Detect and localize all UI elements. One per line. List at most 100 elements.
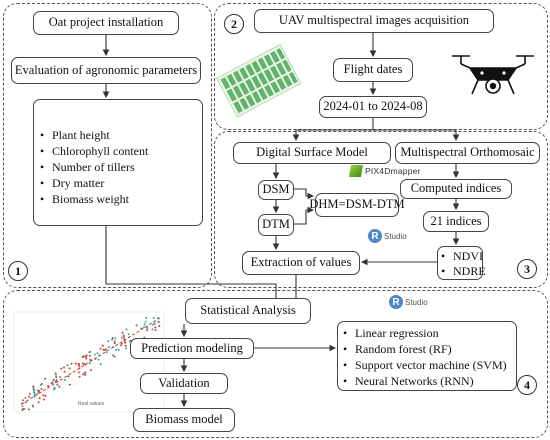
scatter-point: [151, 323, 154, 326]
multispectral-orthomosaic-box: Multispectral Orthomosaic: [395, 142, 540, 164]
scatter-point: [111, 338, 114, 341]
scatter-point: [117, 348, 120, 351]
dsm-box: DSM: [258, 180, 294, 200]
scatter-point: [97, 358, 100, 361]
scatter-point: [28, 392, 31, 395]
index-item: NDVI: [439, 249, 483, 264]
scatter-point: [119, 344, 122, 347]
scatter-point: [55, 379, 58, 382]
scatter-point: [63, 366, 65, 369]
scatter-point: [84, 355, 87, 358]
biomass-model-box: Biomass model: [133, 408, 235, 432]
scatter-point: [108, 345, 110, 348]
scatter-point: [107, 340, 110, 343]
scatter-point: [59, 376, 62, 378]
scatter-point: [89, 369, 92, 371]
scatter-point: [70, 362, 73, 365]
pix4d-mark-icon: [348, 165, 364, 177]
scatter-point: [60, 367, 63, 370]
scatter-point: [67, 375, 70, 378]
model-item: Support vector machine (SVM): [341, 357, 516, 373]
scatter-point: [113, 340, 116, 343]
scatter-point: [84, 373, 87, 376]
parameter-item: Dry matter: [38, 175, 202, 191]
parameters-list: Plant height Chlorophyll content Number …: [33, 99, 203, 226]
scatter-point: [144, 320, 147, 323]
scatter-point: [22, 399, 24, 402]
drone-icon: [452, 55, 534, 95]
scatter-point: [21, 402, 23, 405]
scatter-point: [101, 344, 104, 347]
scatter-point: [96, 352, 99, 355]
scatter-point: [38, 397, 41, 400]
parameter-item: Number of tillers: [38, 159, 202, 175]
scatter-point: [36, 393, 38, 396]
scatter-point: [113, 355, 116, 358]
date-range-box: 2024-01 to 2024-08: [319, 96, 427, 118]
scatter-point: [63, 370, 66, 373]
model-item: Linear regression: [341, 325, 516, 341]
digital-surface-model-box: Digital Surface Model: [233, 142, 391, 164]
pix4d-logo: PIX4Dmapper: [348, 165, 421, 177]
scatter-point: [36, 389, 39, 392]
scatter-point: [42, 394, 45, 397]
model-item: Random forest (RF): [341, 341, 516, 357]
scatter-point: [157, 321, 160, 324]
scatter-point: [84, 371, 87, 374]
scatter-point: [21, 405, 24, 408]
scatter-point: [25, 401, 27, 404]
prediction-modeling-box: Prediction modeling: [130, 338, 254, 359]
scatter-point: [125, 347, 127, 350]
dtm-box: DTM: [258, 214, 294, 236]
scatter-point: [40, 388, 43, 391]
scatter-point: [105, 351, 108, 354]
scatter-point: [33, 392, 36, 395]
panel-number-2: 2: [224, 14, 244, 34]
scatter-point: [54, 373, 57, 376]
scatter-point: [38, 389, 41, 392]
scatter-point: [58, 385, 61, 388]
scatter-point: [140, 327, 143, 330]
scatter-point: [33, 394, 36, 396]
scatter-point: [121, 331, 124, 334]
scatter-point: [153, 322, 156, 325]
statistical-analysis-box: Statistical Analysis: [185, 298, 311, 324]
scatter-point: [55, 376, 58, 378]
r-logo-icon: R: [389, 295, 403, 309]
scatter-point: [81, 362, 84, 365]
scatter-point: [43, 398, 45, 401]
indices-count-box: 21 indices: [423, 211, 489, 232]
scatter-point: [56, 383, 59, 386]
scatter-point: [77, 371, 80, 374]
scatter-point: [81, 355, 84, 358]
scatter-point: [120, 342, 123, 345]
scatter-point: [121, 336, 123, 339]
arrow-dtm-to-dhm: [294, 206, 315, 225]
arrow-dsm-to-dhm: [294, 188, 315, 200]
scatter-point: [63, 378, 66, 381]
scatter-plot: [13, 311, 165, 413]
scatter-point: [153, 320, 156, 323]
scatter-point: [54, 380, 57, 383]
scatter-point: [88, 362, 91, 365]
scatter-point: [115, 348, 118, 351]
scatter-point: [68, 383, 71, 386]
scatter-point: [51, 381, 54, 384]
panel-number-3: 3: [517, 259, 537, 279]
scatter-point: [154, 326, 157, 329]
scatter-point: [68, 367, 71, 370]
scatter-point: [146, 327, 149, 330]
scatter-point: [113, 342, 116, 345]
scatter-point: [40, 382, 43, 385]
scatter-point: [66, 364, 69, 367]
scatter-point: [47, 385, 50, 387]
scatter-point: [105, 348, 108, 350]
vegetation-indices-list: NDVI NDRE: [437, 246, 486, 280]
scatter-point: [88, 354, 91, 357]
scatter-point: [127, 333, 130, 336]
scatter-point: [125, 328, 128, 331]
evaluation-box: Evaluation of agronomic parameters: [11, 57, 201, 84]
scatter-point: [84, 363, 87, 366]
scatter-point: [102, 348, 105, 351]
